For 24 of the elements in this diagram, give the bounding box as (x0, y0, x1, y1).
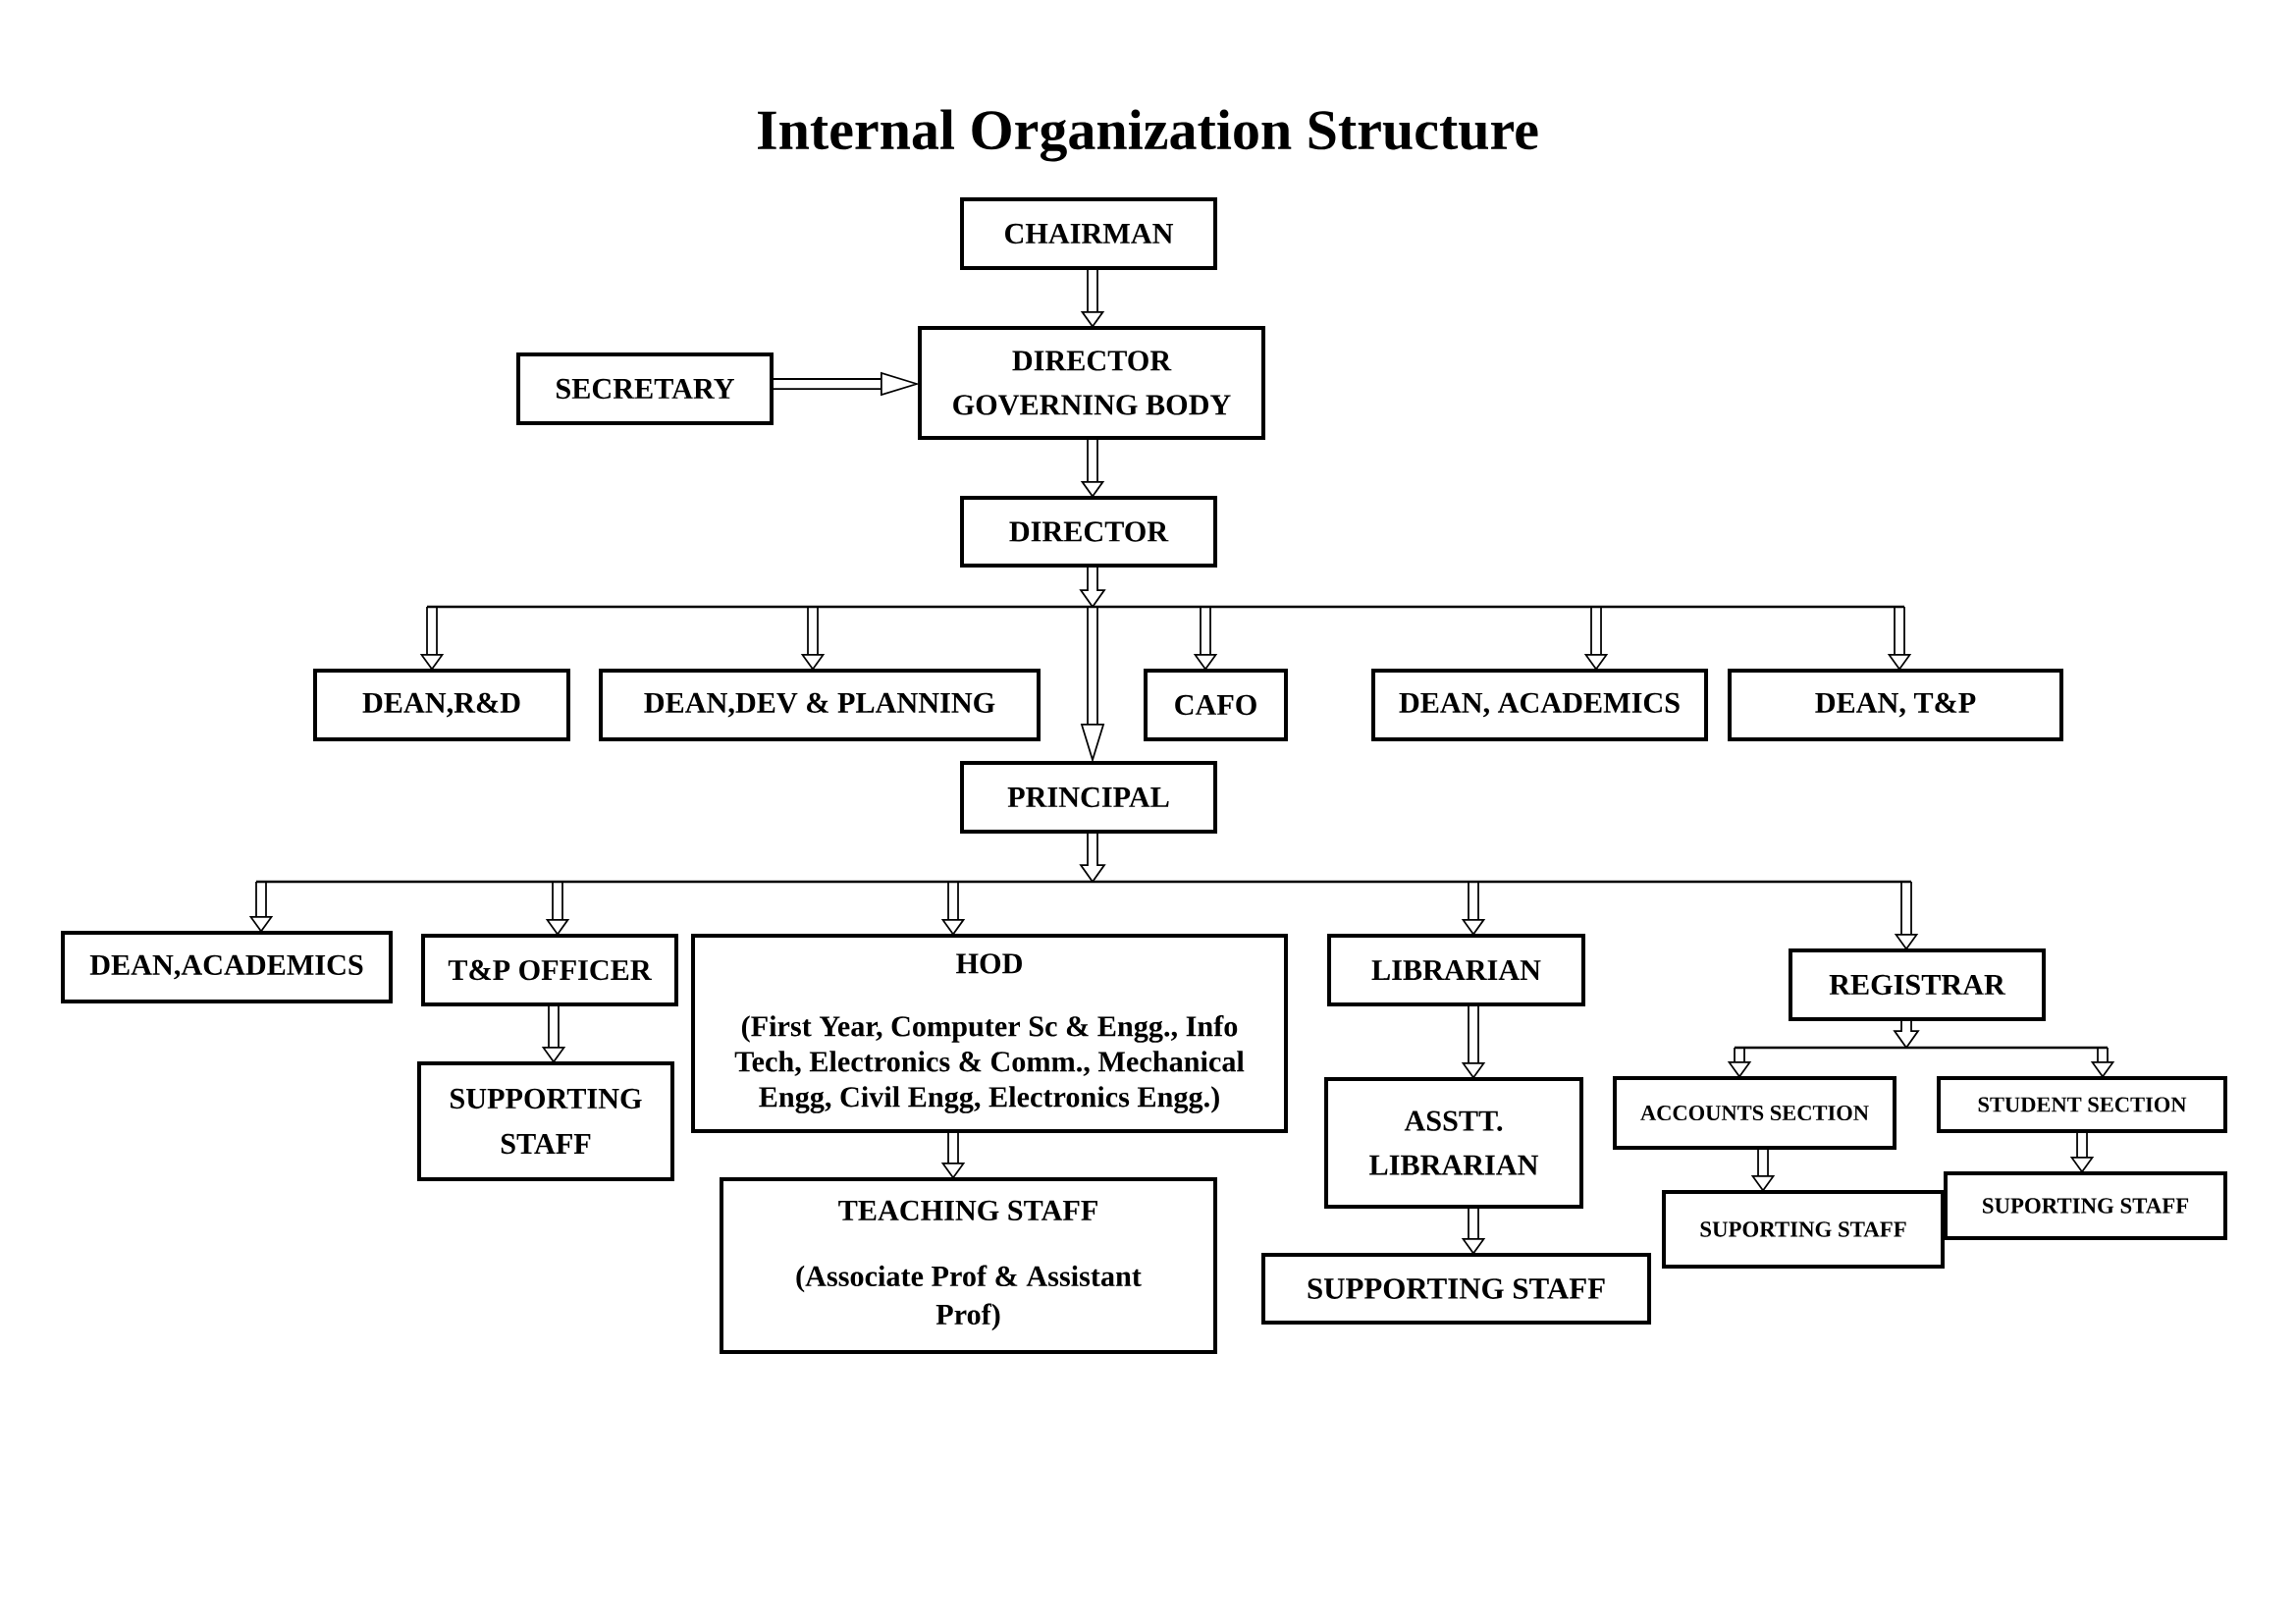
position-box: SUPORTING STAFF (1944, 1171, 2228, 1240)
position-box: SUPORTING STAFF (1662, 1190, 1946, 1269)
position-box: TEACHING STAFF (Associate Prof & Assistant Prof) (720, 1177, 1217, 1354)
position-box: HOD (First Year, Computer Sc & Engg., Info Tech, Electronics & Comm., Mechanical Engg, Civil Engg, Electronics Engg.) (691, 934, 1288, 1133)
position-box: DEAN,DEV & PLANNING (599, 669, 1041, 741)
position-box: T&P OFFICER (421, 934, 678, 1006)
position-box: ASSTT. LIBRARIAN (1324, 1077, 1584, 1209)
position-box: DIRECTOR (960, 496, 1217, 568)
position-box: SUPPORTING STAFF (1261, 1253, 1652, 1325)
position-box: REGISTRAR (1789, 948, 2047, 1021)
position-box: DEAN,ACADEMICS (61, 931, 393, 1003)
position-box: CAFO (1144, 669, 1288, 741)
position-box: SECRETARY (516, 352, 774, 425)
position-box: PRINCIPAL (960, 761, 1217, 834)
title: Internal Organization Structure (758, 109, 1538, 162)
position-box: ACCOUNTS SECTION (1613, 1076, 1897, 1150)
position-box: DEAN, ACADEMICS (1371, 669, 1709, 741)
position-box: STUDENT SECTION (1937, 1076, 2228, 1133)
position-box: DEAN,R&D (313, 669, 570, 741)
position-box: LIBRARIAN (1327, 934, 1586, 1006)
position-box: CHAIRMAN (960, 197, 1217, 270)
position-box: SUPPORTING STAFF (417, 1061, 674, 1181)
position-box: DEAN, T&P (1728, 669, 2064, 741)
position-box: DIRECTOR GOVERNING BODY (918, 326, 1266, 440)
